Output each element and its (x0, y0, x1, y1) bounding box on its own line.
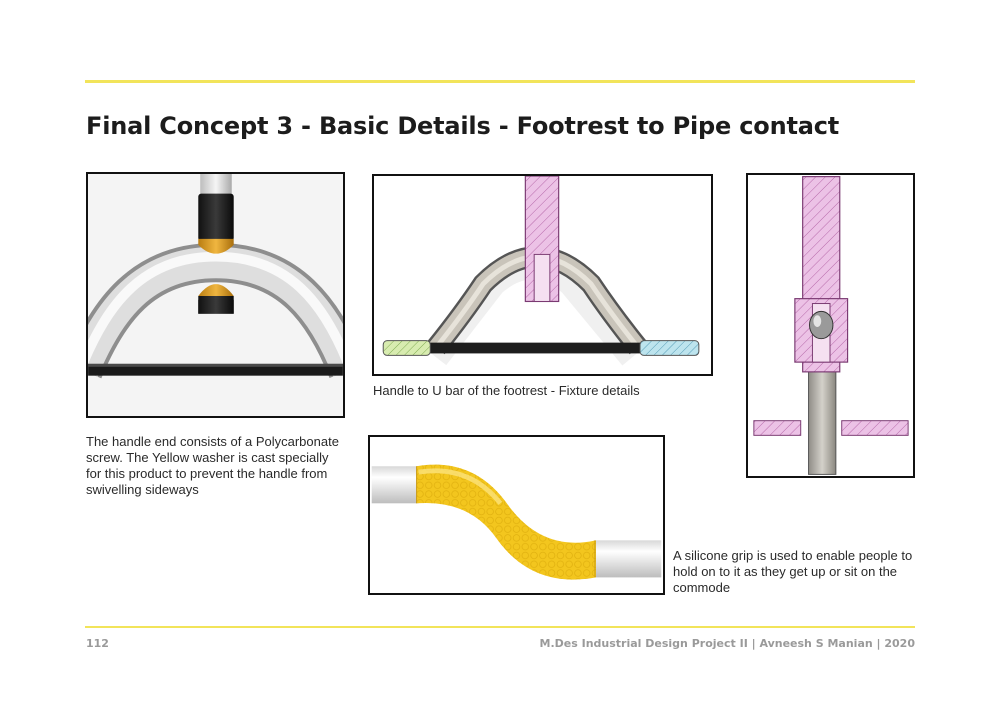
caption-fixture: Handle to U bar of the footrest - Fixtur… (373, 383, 640, 398)
fixture-section-drawing (372, 174, 713, 376)
page-title: Final Concept 3 - Basic Details - Footre… (86, 112, 840, 140)
bottom-accent-rule (85, 626, 915, 628)
caption-handle-end: The handle end consists of a Polycarbona… (86, 434, 339, 497)
top-accent-rule (85, 80, 915, 83)
vertical-section-drawing (746, 173, 915, 478)
silicone-grip-render (368, 435, 665, 595)
caption-grip: A silicone grip is used to enable people… (673, 548, 913, 595)
footer-credit: M.Des Industrial Design Project II | Avn… (539, 637, 915, 650)
footer-page-number: 112 (86, 637, 109, 650)
handle-end-render (86, 172, 345, 418)
